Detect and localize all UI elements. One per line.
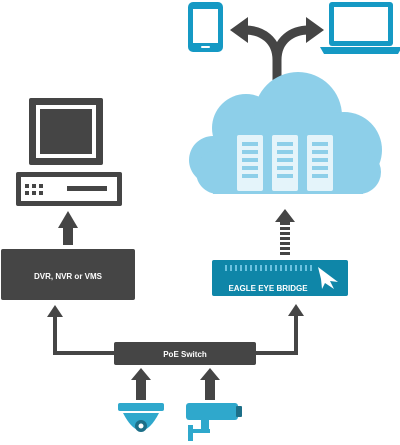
server-rack-icon xyxy=(237,135,333,191)
upload-arrow-icon xyxy=(275,209,295,255)
dome-camera-icon xyxy=(118,403,164,432)
laptop-icon xyxy=(320,2,400,54)
dvr-nvr-vms-box: DVR, NVR or VMS xyxy=(1,249,135,300)
split-arrow-icon xyxy=(230,17,324,96)
eagle-eye-bridge: EAGLE EYE BRIDGE xyxy=(212,260,348,296)
smartphone-icon xyxy=(188,2,223,52)
connector-lines xyxy=(53,314,298,355)
poe-switch: PoE Switch xyxy=(114,342,256,365)
monitor-icon xyxy=(29,98,103,165)
eagle-logo-icon xyxy=(318,267,338,289)
poe-switch-label: PoE Switch xyxy=(163,350,207,359)
camera-arrows xyxy=(131,368,220,400)
recorder-icon xyxy=(16,172,122,206)
bridge-label: EAGLE EYE BRIDGE xyxy=(228,284,308,293)
dvr-label: DVR, NVR or VMS xyxy=(34,272,103,281)
connector-arrowheads xyxy=(47,304,304,317)
bullet-camera-icon xyxy=(186,403,242,441)
arrow-up-icon xyxy=(58,211,78,245)
